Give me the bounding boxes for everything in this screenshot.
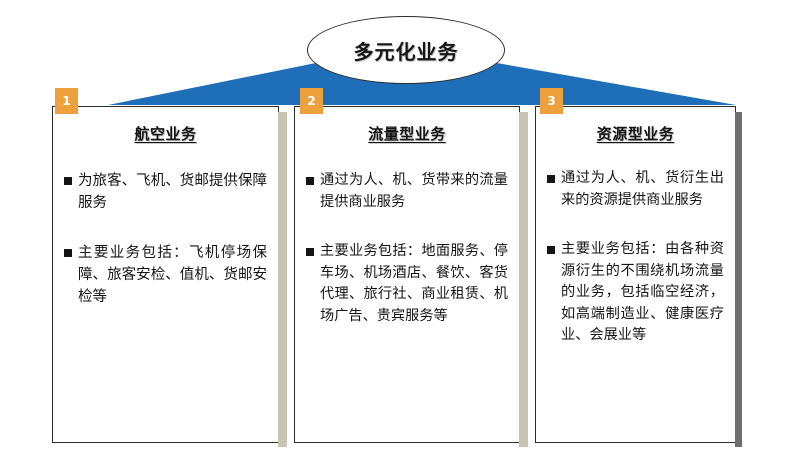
card-shadow-1 xyxy=(278,112,287,447)
card-shadow-3 xyxy=(735,112,742,447)
page-title: 多元化业务 xyxy=(353,39,459,64)
badge-number-2: 2 xyxy=(300,88,323,114)
title-ellipse: 多元化业务 xyxy=(307,16,505,84)
square-bullet-icon xyxy=(306,177,314,185)
square-bullet-icon xyxy=(547,175,555,183)
badge-label-3: 3 xyxy=(547,94,556,108)
square-bullet-icon xyxy=(64,177,72,185)
list-item: 通过为人、机、货带来的流量提供商业服务 xyxy=(306,170,508,213)
card-shadow-2 xyxy=(519,112,528,447)
business-card-aviation: 航空业务 为旅客、飞机、货邮提供保障服务 主要业务包括：飞机停场保障、旅客安检、… xyxy=(52,106,287,447)
list-item: 主要业务包括：飞机停场保障、旅客安检、值机、货邮安检等 xyxy=(64,242,267,308)
card-body-2: 流量型业务 通过为人、机、货带来的流量提供商业服务 主要业务包括：地面服务、停车… xyxy=(295,107,519,442)
bullet-text: 通过为人、机、货衍生出来的资源提供商业服务 xyxy=(561,170,724,208)
square-bullet-icon xyxy=(306,248,314,257)
card-body-3: 资源型业务 通过为人、机、货衍生出来的资源提供商业服务 主要业务包括：由各种资源… xyxy=(536,107,735,442)
square-bullet-icon xyxy=(64,249,72,258)
bullet-text: 为旅客、飞机、货邮提供保障服务 xyxy=(78,173,267,212)
list-item: 通过为人、机、货衍生出来的资源提供商业服务 xyxy=(547,168,724,211)
list-item: 主要业务包括：地面服务、停车场、机场酒店、餐饮、客货代理、旅行社、商业租赁、机场… xyxy=(306,241,508,327)
badge-number-3: 3 xyxy=(540,88,563,114)
card-heading-3: 资源型业务 xyxy=(596,125,675,143)
card-heading-1: 航空业务 xyxy=(134,125,197,143)
list-item: 为旅客、飞机、货邮提供保障服务 xyxy=(64,170,267,214)
business-card-resource: 资源型业务 通过为人、机、货衍生出来的资源提供商业服务 主要业务包括：由各种资源… xyxy=(535,106,742,447)
card-heading-2: 流量型业务 xyxy=(368,125,446,143)
badge-number-1: 1 xyxy=(55,88,78,114)
business-card-traffic: 流量型业务 通过为人、机、货带来的流量提供商业服务 主要业务包括：地面服务、停车… xyxy=(294,106,528,447)
badge-label-1: 1 xyxy=(62,94,71,108)
list-item: 主要业务包括：由各种资源衍生的不围绕机场流量的业务，包括临空经济，如高端制造业、… xyxy=(547,239,724,347)
badge-label-2: 2 xyxy=(307,94,316,108)
bullet-text: 主要业务包括：由各种资源衍生的不围绕机场流量的业务，包括临空经济，如高端制造业、… xyxy=(561,241,724,344)
bullet-text: 通过为人、机、货带来的流量提供商业服务 xyxy=(320,172,508,210)
bullet-text: 主要业务包括：飞机停场保障、旅客安检、值机、货邮安检等 xyxy=(78,245,267,306)
card-body-1: 航空业务 为旅客、飞机、货邮提供保障服务 主要业务包括：飞机停场保障、旅客安检、… xyxy=(53,107,278,442)
bullet-text: 主要业务包括：地面服务、停车场、机场酒店、餐饮、客货代理、旅行社、商业租赁、机场… xyxy=(320,243,508,324)
square-bullet-icon xyxy=(547,246,555,255)
